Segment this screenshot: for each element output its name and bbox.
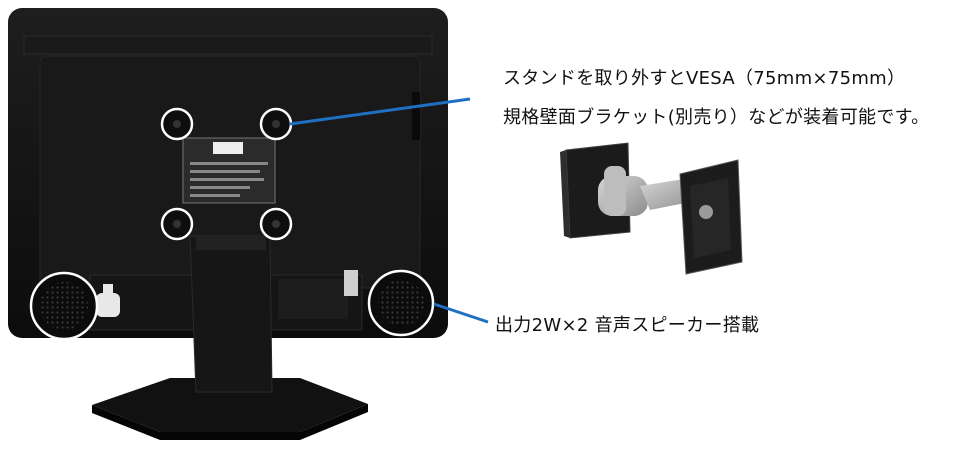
vesa-screw-markers <box>160 107 293 241</box>
vesa-caption-line1: スタンドを取り外すとVESA（75mm×75mm） <box>503 68 906 89</box>
wall-bracket-image <box>560 142 743 275</box>
stand-base <box>92 378 368 440</box>
leader-lines <box>289 97 489 324</box>
right-speaker <box>367 269 435 337</box>
rear-label-sticker <box>182 137 276 204</box>
speaker-caption: 出力2W×2 音声スピーカー搭載 <box>495 315 760 336</box>
connector-panel <box>96 270 358 319</box>
left-speaker <box>29 271 99 341</box>
stand-neck <box>189 235 273 393</box>
vesa-caption-line2: 規格壁面ブラケット(別売り）などが装着可能です。 <box>503 107 930 128</box>
